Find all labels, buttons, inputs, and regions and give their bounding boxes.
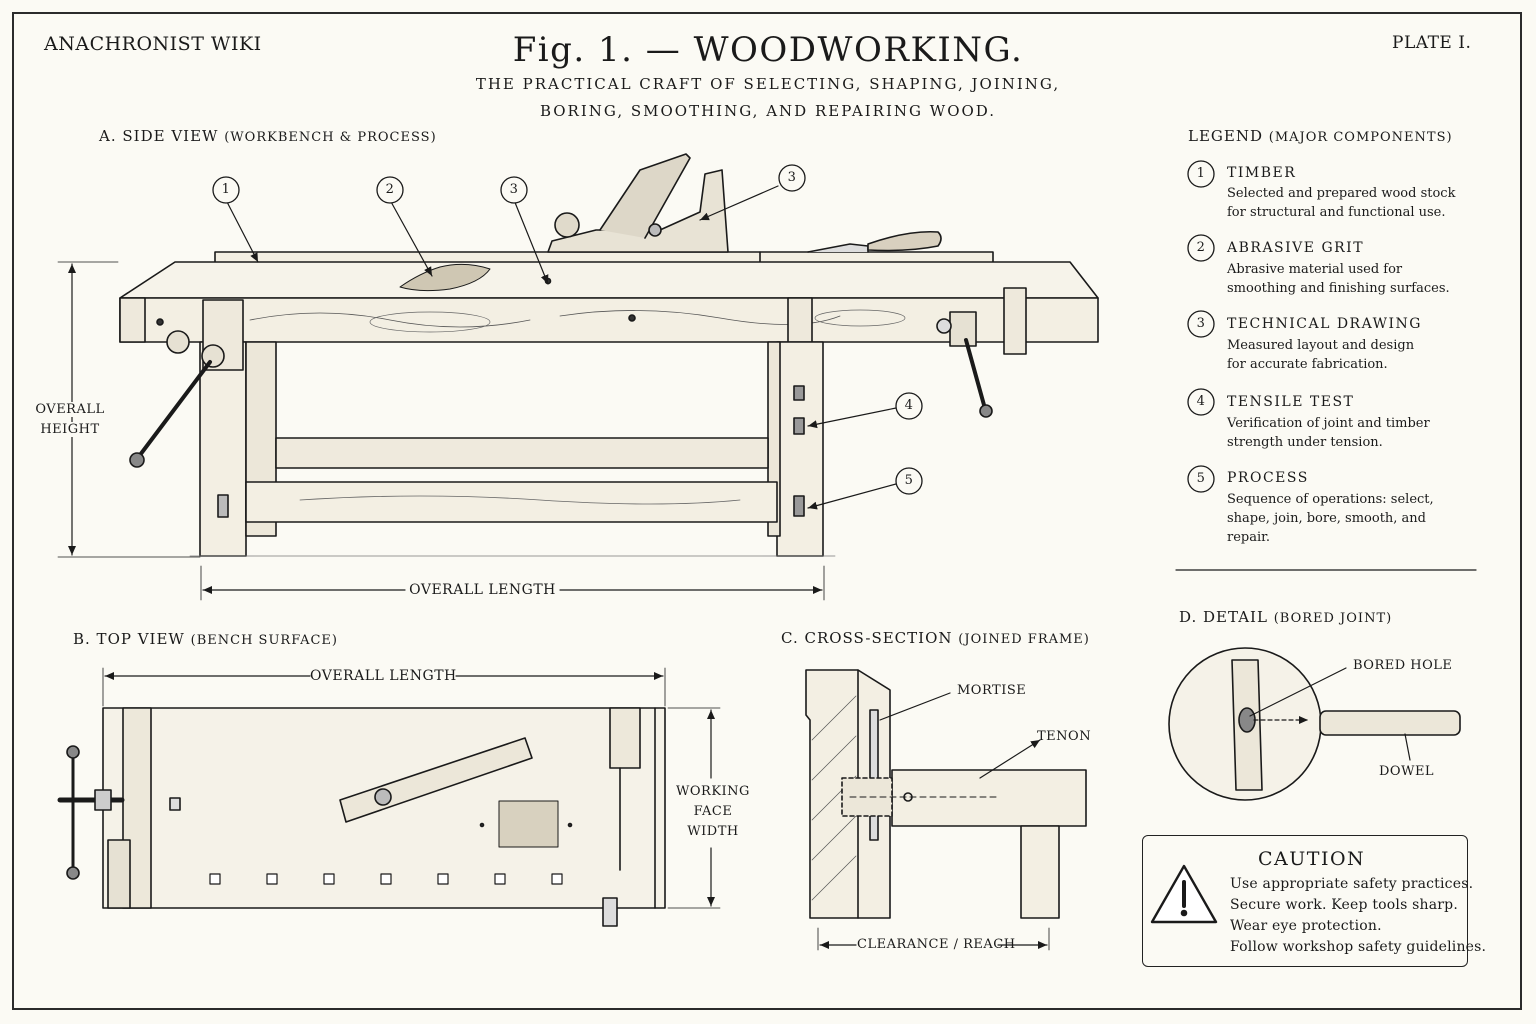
height-label-1: OVERALL: [30, 402, 110, 417]
left-leg: [199, 341, 247, 557]
side-view-qualifier: (WORKBENCH & PROCESS): [224, 130, 437, 145]
caution-line: Follow workshop safety guidelines.: [1230, 939, 1487, 955]
workbench-side-drawing: [119, 153, 1099, 557]
top-view-title: B. TOP VIEW: [73, 630, 185, 648]
callout-5: 5: [904, 473, 914, 488]
chisel: [807, 230, 942, 253]
legend-item-desc: Selected and prepared wood stock for str…: [1227, 186, 1456, 220]
right-leg: [776, 341, 824, 557]
callout-3-technical: 3: [509, 182, 519, 197]
caution-box: [1142, 835, 1468, 967]
warning-triangle-icon: [1150, 864, 1218, 924]
legend-item-name: PROCESS: [1227, 470, 1309, 486]
side-length-label: OVERALL LENGTH: [409, 582, 556, 598]
side-view-title: A. SIDE VIEW: [99, 127, 219, 145]
detail-title: D. DETAIL: [1179, 608, 1268, 626]
legend-item-name: TIMBER: [1227, 165, 1297, 181]
legend-heading: LEGEND (MAJOR COMPONENTS): [1188, 127, 1453, 145]
callout-3-plane: 3: [787, 170, 797, 185]
callout-circles: [212, 164, 923, 495]
side-view-heading: A. SIDE VIEW (WORKBENCH & PROCESS): [99, 127, 437, 145]
bench-top-drawing: [57, 667, 721, 927]
legend-item-num: 3: [1196, 316, 1206, 331]
legend-item-desc: Measured layout and design for accurate …: [1227, 338, 1415, 372]
caution-line: Use appropriate safety practices.: [1230, 876, 1474, 892]
legend-item-name: TECHNICAL DRAWING: [1227, 316, 1422, 332]
legend-item-desc: Abrasive material used for smoothing and…: [1227, 262, 1450, 296]
callout-2: 2: [385, 182, 395, 197]
detail-qualifier: (BORED JOINT): [1273, 611, 1393, 626]
plate-number: PLATE I.: [1392, 33, 1472, 53]
clearance-label: CLEARANCE / REACH: [857, 937, 1016, 952]
cross-section-drawing: [805, 669, 1087, 951]
width-label-3: WIDTH: [687, 824, 739, 839]
dowel-label: DOWEL: [1379, 764, 1435, 779]
cross-section-title: C. CROSS-SECTION: [781, 629, 953, 647]
dowel-shape: [1319, 710, 1461, 736]
bench-top-surface: [119, 261, 1099, 299]
figure-title: Fig. 1. — WOODWORKING.: [512, 30, 1024, 70]
cross-section-qualifier: (JOINED FRAME): [958, 632, 1090, 647]
legend-item-num: 2: [1196, 240, 1206, 255]
bored-hole-label: BORED HOLE: [1353, 658, 1453, 673]
legend-qualifier: (MAJOR COMPONENTS): [1268, 130, 1453, 145]
width-label-2: FACE: [693, 804, 733, 819]
mortise-label: MORTISE: [957, 683, 1027, 698]
detail-heading: D. DETAIL (BORED JOINT): [1179, 608, 1392, 626]
tenon-label: TENON: [1037, 729, 1092, 744]
legend-title: LEGEND: [1188, 127, 1263, 145]
legend-item-desc: Sequence of operations: select, shape, j…: [1227, 492, 1434, 545]
top-view-qualifier: (BENCH SURFACE): [190, 633, 338, 648]
top-view-heading: B. TOP VIEW (BENCH SURFACE): [73, 630, 338, 648]
subtitle-line-1: THE PRACTICAL CRAFT OF SELECTING, SHAPIN…: [475, 75, 1061, 93]
sandpaper-patch: [498, 800, 559, 848]
callout-1: 1: [221, 182, 231, 197]
subtitle-line-2: BORING, SMOOTHING, AND REPAIRING WOOD.: [539, 102, 997, 120]
legend-item-name: TENSILE TEST: [1227, 394, 1355, 410]
height-label-2: HEIGHT: [30, 422, 110, 437]
legend-item-num: 1: [1196, 166, 1206, 181]
legend-item-desc: Verification of joint and timber strengt…: [1227, 416, 1430, 450]
caution-line: Secure work. Keep tools sharp.: [1230, 897, 1458, 913]
site-name: ANACHRONIST WIKI: [44, 33, 262, 55]
legend-item-num: 5: [1196, 471, 1206, 486]
legend-circles: [1187, 160, 1215, 493]
callout-4: 4: [904, 398, 914, 413]
plate-border: [12, 12, 1522, 1010]
cross-section-heading: C. CROSS-SECTION (JOINED FRAME): [781, 629, 1090, 647]
caution-title: CAUTION: [1258, 848, 1366, 870]
side-callouts: [225, 185, 897, 510]
legend-item-name: ABRASIVE GRIT: [1227, 240, 1365, 256]
front-stretcher: [245, 481, 778, 523]
detail-drawing: [1168, 647, 1461, 801]
legend-item-num: 4: [1196, 394, 1206, 409]
width-label-1: WORKING: [676, 784, 750, 799]
tenon-rail: [891, 769, 1087, 827]
top-length-label: OVERALL LENGTH: [310, 668, 457, 684]
caution-line: Wear eye protection.: [1230, 918, 1382, 934]
hand-plane: [547, 153, 729, 253]
